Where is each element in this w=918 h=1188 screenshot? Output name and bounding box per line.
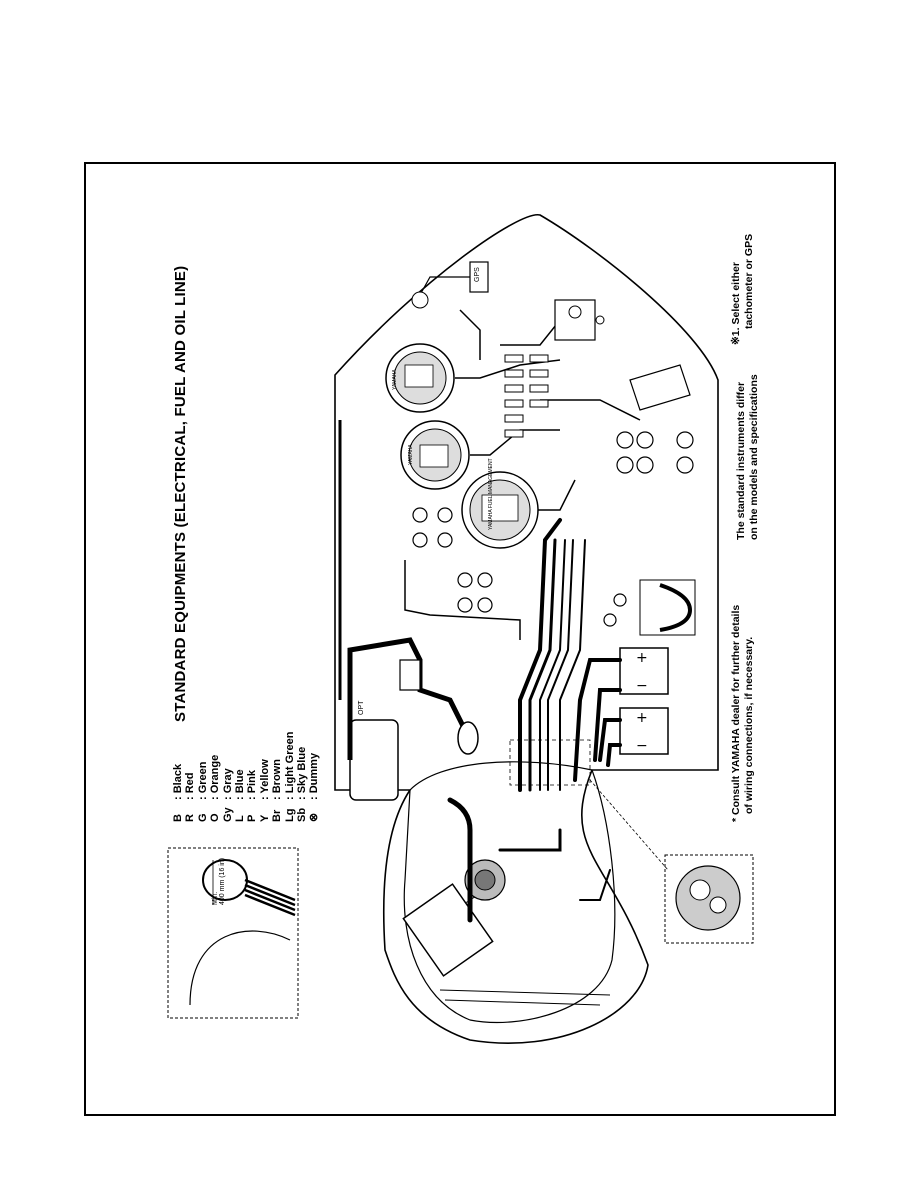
gps-connector xyxy=(411,291,429,309)
legend-row: Y: Yellow xyxy=(258,759,271,822)
legend-row: P: Pink xyxy=(246,770,259,822)
remote-control-outline xyxy=(629,364,691,411)
connectors xyxy=(412,431,694,627)
battery-1: + − xyxy=(619,647,669,695)
legend-row: O: Orange xyxy=(209,754,222,822)
gps-label: GPS xyxy=(474,267,481,282)
dimension-label: Min. 400 mm (16 in) xyxy=(212,857,226,905)
legend-row: G: Green xyxy=(196,761,209,822)
color-legend: B: Black R: Red G: Green O: Orange Gy: G… xyxy=(172,662,321,822)
speedometer-brand-label: YAMAHA xyxy=(408,444,414,465)
speedometer-gauge xyxy=(400,420,470,490)
opt-label: OPT xyxy=(358,700,365,715)
legend-row: Sb: Sky Blue xyxy=(295,746,308,822)
cable-routing-inset xyxy=(167,847,299,1019)
legend-row: Br: Brown xyxy=(271,759,284,822)
svg-text:−: − xyxy=(636,678,648,694)
legend-row: Gy: Gray xyxy=(221,768,234,822)
engine-bottom-rail xyxy=(439,989,611,1006)
fuel-tank xyxy=(349,719,399,801)
gps-wire xyxy=(419,276,470,296)
battery-cables xyxy=(573,658,622,782)
boat-hull-outline xyxy=(334,214,719,1044)
svg-text:+: + xyxy=(636,650,648,666)
svg-text:+: + xyxy=(636,710,648,726)
fuses xyxy=(504,354,549,438)
legend-row: L: Blue xyxy=(233,769,246,822)
oil-valve xyxy=(399,659,421,691)
select-note: ※1. Select either tachometer or GPS xyxy=(730,233,755,345)
main-harness xyxy=(447,518,611,923)
primer-bulb xyxy=(457,721,479,755)
fuel-management-gauge xyxy=(461,471,539,549)
tachometer-gauge xyxy=(385,343,455,413)
legend-row: B: Black xyxy=(172,763,184,822)
hull-curve-inset xyxy=(189,930,291,1006)
legend-row: Lg: Light Green xyxy=(283,731,296,822)
diagram-frame xyxy=(84,162,836,1116)
legend-row: R: Red xyxy=(184,772,197,823)
tachometer-brand-label: YAMAHA xyxy=(392,369,398,390)
svg-text:−: − xyxy=(636,738,648,754)
consult-note: * Consult YAMAHA dealer for further deta… xyxy=(730,604,755,822)
gauge-wiring xyxy=(338,309,641,700)
cdi-unit xyxy=(402,883,494,977)
engine-connector-inset xyxy=(664,854,754,944)
instruments-note: The standard instruments differ on the m… xyxy=(735,374,760,540)
diagram-title: STANDARD EQUIPMENTS (ELECTRICAL, FUEL AN… xyxy=(172,265,189,722)
legend-row: ⊗: Dummy xyxy=(308,752,321,822)
battery-2: + − xyxy=(619,707,669,755)
fuel-management-label: YAMAHA FUEL MANAGEMENT xyxy=(488,458,494,530)
